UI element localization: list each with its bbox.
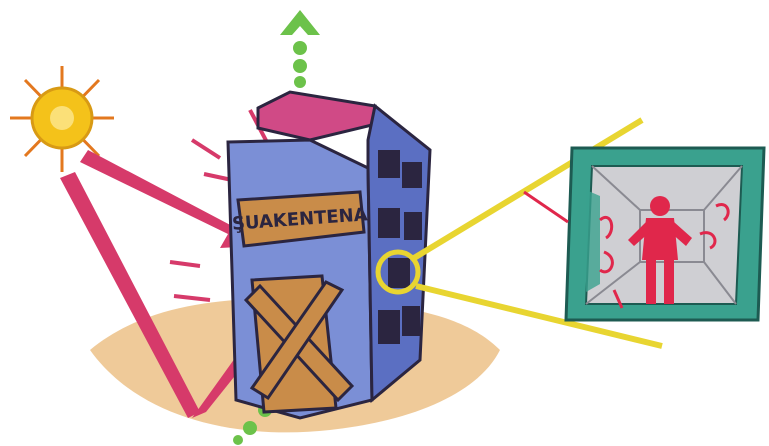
fresh-air-top — [280, 10, 320, 88]
building-icon — [228, 92, 430, 418]
room-detail-icon — [524, 148, 764, 320]
